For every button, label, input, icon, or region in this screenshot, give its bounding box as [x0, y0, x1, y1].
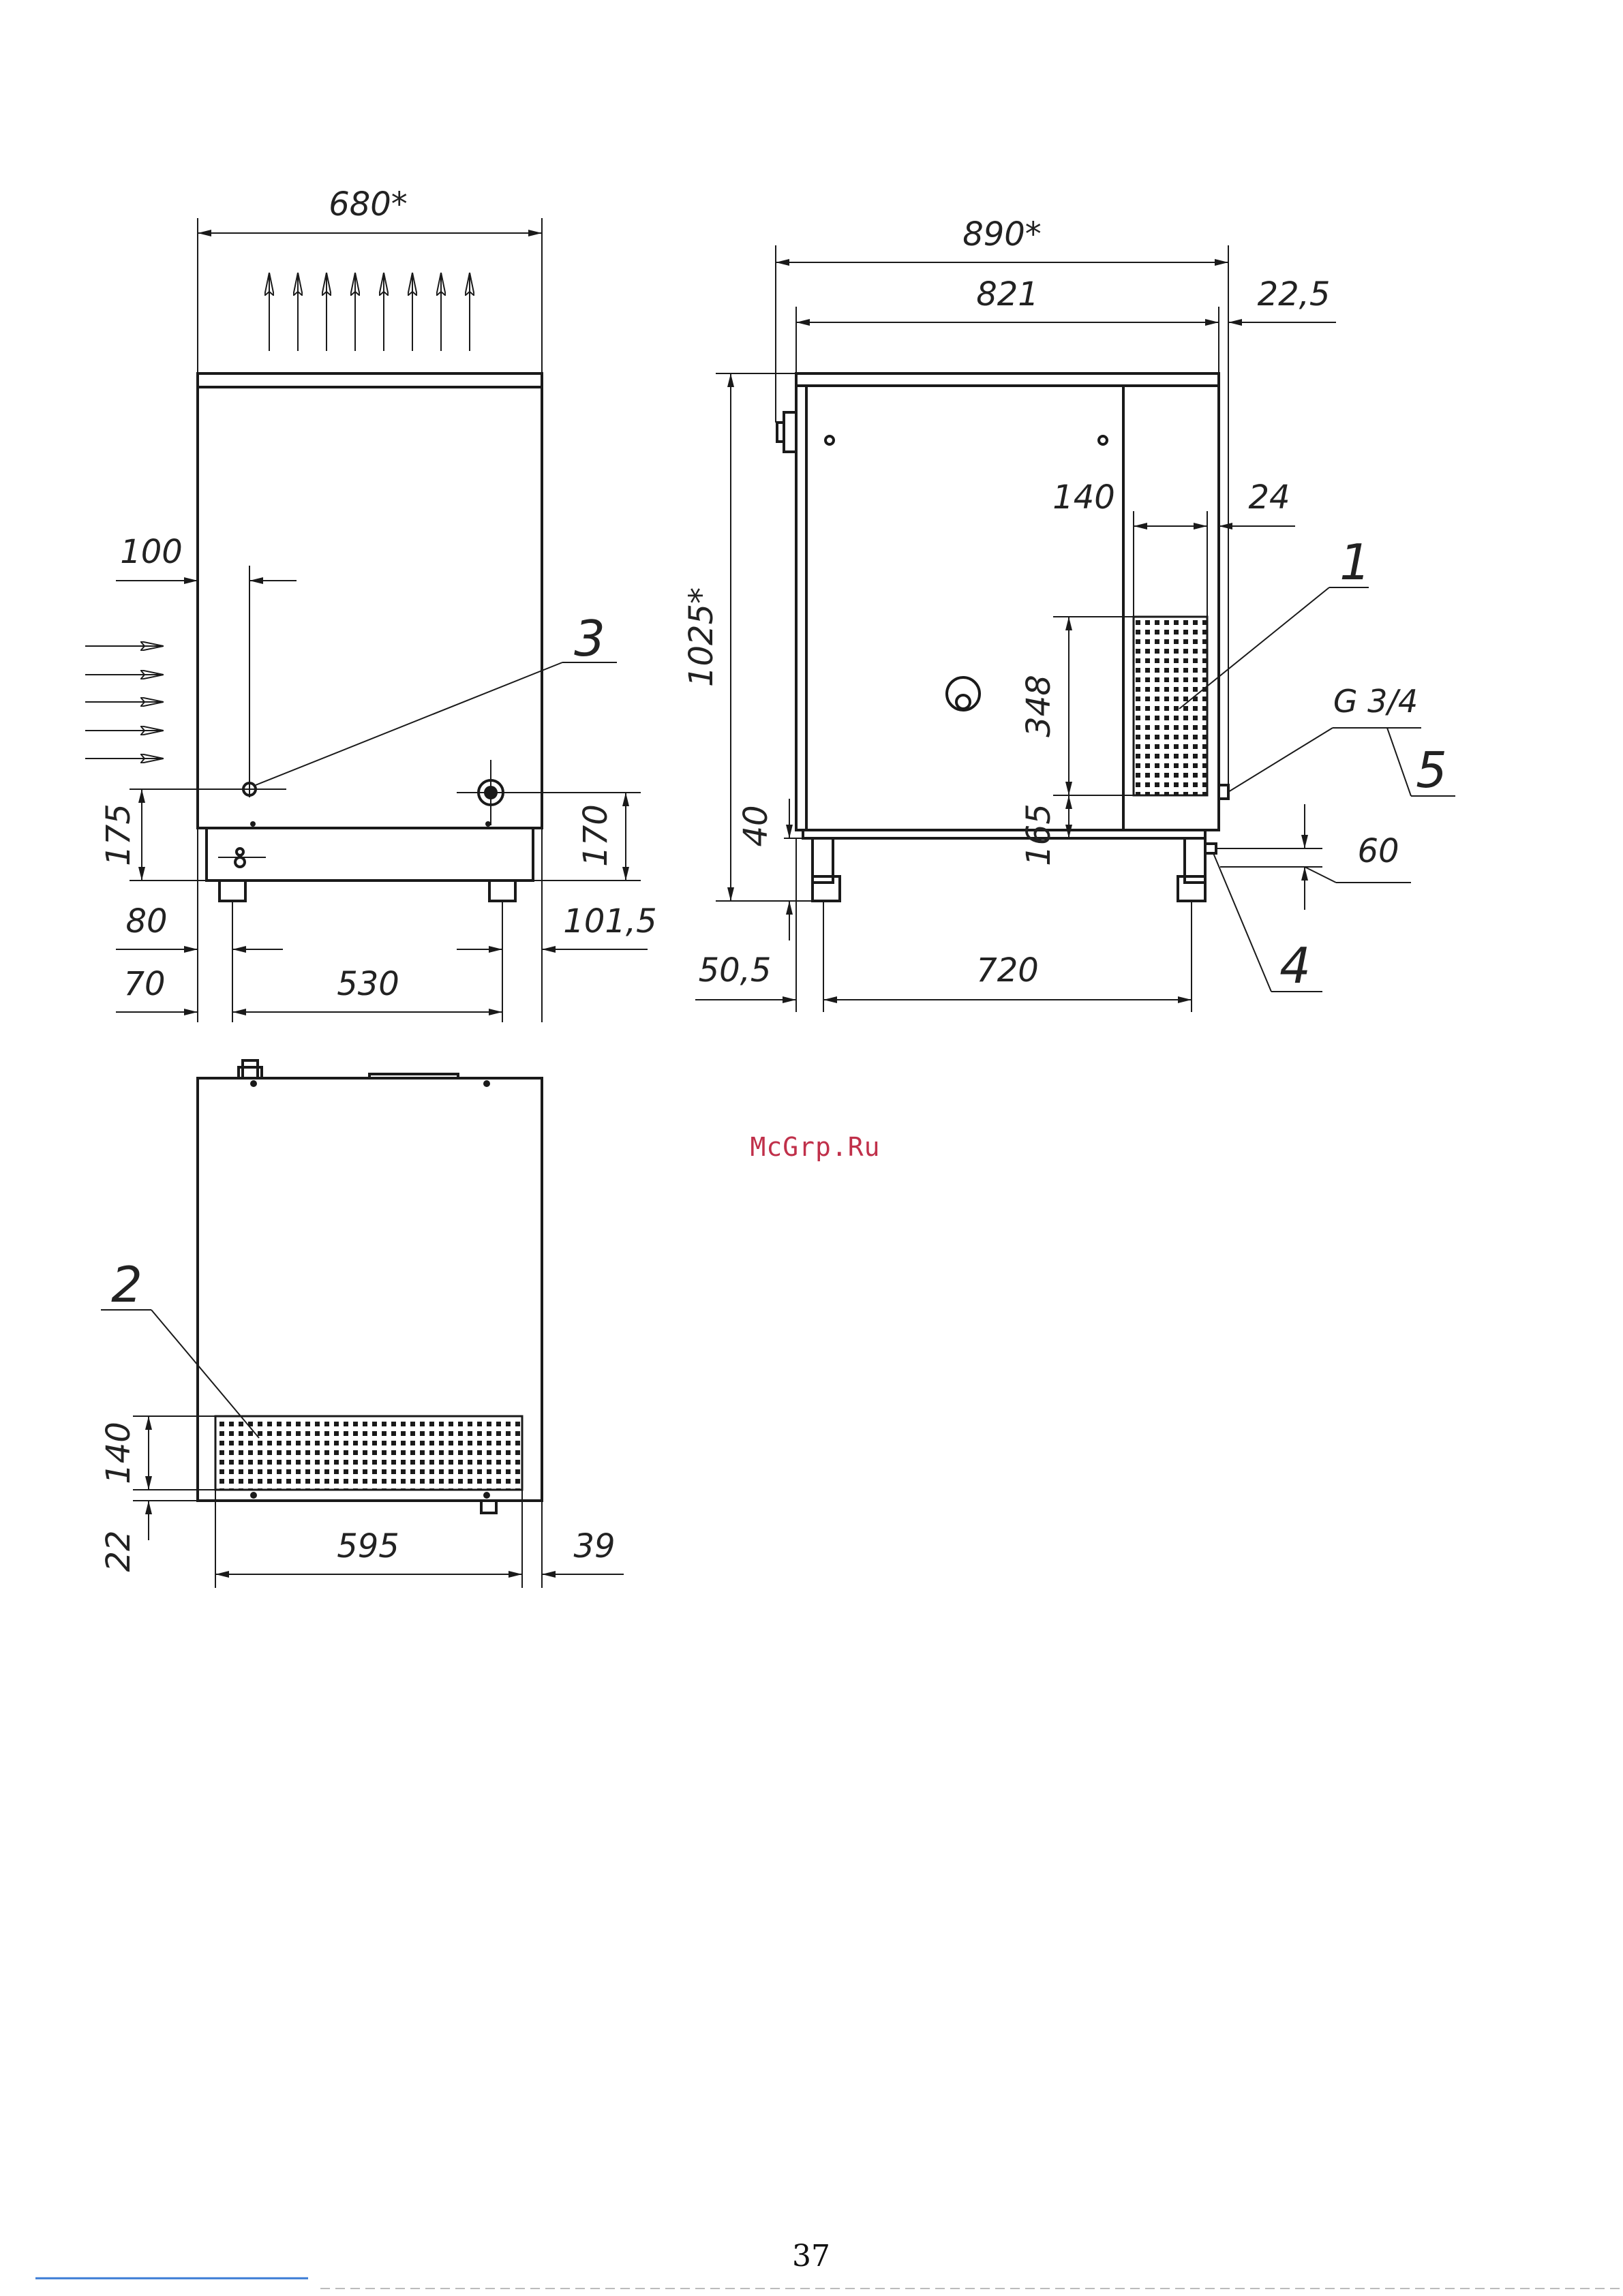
front-top-lid — [198, 373, 542, 387]
dim-front-80: 80 — [125, 902, 167, 940]
callout-1: 1 — [1339, 534, 1371, 591]
top-vent-grille-2 — [215, 1416, 522, 1490]
dim-front-width: 680* — [329, 185, 408, 224]
front-base — [207, 828, 533, 881]
side-foot-left — [813, 876, 840, 901]
airflow-arrows-in — [85, 646, 164, 759]
side-view: 890* 821 22,5 1025* 140 24 348 165 — [682, 215, 1455, 1012]
dim-side-1025: 1025* — [682, 587, 721, 687]
dim-side-40: 40 — [737, 805, 775, 846]
thread-label: G 3/4 — [1333, 683, 1418, 720]
dim-top-22: 22 — [100, 1530, 138, 1572]
dim-side-140: 140 — [1052, 478, 1115, 517]
dim-side-165: 165 — [1020, 803, 1058, 866]
callout-3: 3 — [574, 610, 605, 667]
top-view: 140 22 595 39 2 — [100, 1060, 624, 1588]
dim-front-175: 175 — [100, 803, 138, 866]
dim-top-140: 140 — [100, 1422, 138, 1484]
airflow-arrows-up — [269, 273, 470, 351]
watermark: McGrp.Ru — [750, 1132, 880, 1162]
side-foot-right — [1178, 876, 1205, 901]
side-base — [803, 830, 1205, 838]
dim-top-39: 39 — [573, 1527, 615, 1565]
dim-front-70: 70 — [123, 965, 165, 1003]
dim-front-170: 170 — [577, 804, 615, 867]
dim-side-890: 890* — [962, 215, 1042, 254]
side-vent-grille-1 — [1134, 617, 1207, 795]
dim-side-60: 60 — [1357, 832, 1399, 870]
front-foot-left — [219, 881, 245, 901]
dim-side-720: 720 — [976, 951, 1039, 990]
dim-side-821: 821 — [976, 275, 1039, 313]
dim-front-101-5: 101,5 — [563, 902, 656, 940]
dim-side-50-5: 50,5 — [699, 951, 772, 990]
front-foot-right — [489, 881, 515, 901]
page-number: 37 — [792, 2239, 830, 2274]
drain-valve-4 — [1205, 844, 1216, 853]
callout-4: 4 — [1279, 937, 1311, 994]
drain-port-5 — [1219, 785, 1228, 799]
callout-5: 5 — [1416, 741, 1447, 799]
dim-side-348: 348 — [1020, 675, 1058, 737]
dim-front-530: 530 — [337, 965, 399, 1003]
front-view: 680* 100 175 170 80 101,5 70 530 — [85, 185, 657, 1022]
dim-side-24: 24 — [1248, 478, 1290, 517]
dim-front-100: 100 — [120, 533, 183, 571]
dim-top-595: 595 — [337, 1527, 399, 1565]
side-hinge — [784, 412, 796, 452]
dim-side-22-5: 22,5 — [1258, 275, 1331, 313]
callout-2: 2 — [111, 1256, 142, 1313]
side-top-lid — [796, 373, 1219, 386]
